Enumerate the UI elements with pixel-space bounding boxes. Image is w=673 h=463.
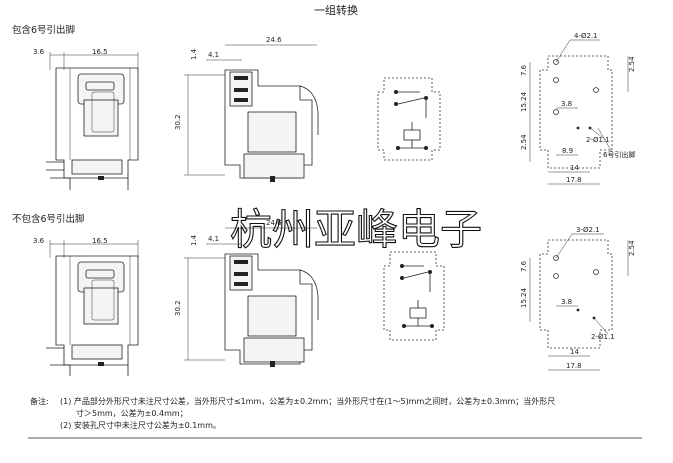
pcb-d3-1: 15.24 [520,91,528,112]
pcb-d1-1: 7.6 [520,64,528,76]
hole-icon [553,77,559,83]
front-dim-d-2: 30.2 [174,300,182,316]
pcb-d7-1: 8.9 [562,147,573,155]
front-dim-d-1: 30.2 [174,114,182,130]
notes-prefix: 备注: [30,396,49,406]
pcb-d9-1: 17.8 [566,176,582,184]
front-dim-c-2: 24.6 [266,219,282,227]
pcb-d4-2: 3.8 [561,298,572,306]
side-dim-b-2: 16.5 [92,237,108,245]
side-view-1: 3.6 16.5 [33,48,139,190]
section-title-2: 不包含6号引出脚 [12,213,85,225]
side-dim-b-1: 16.5 [92,48,108,56]
schematic-2 [383,251,445,341]
hole-icon [553,273,559,279]
pcb-d8-1: 14 [570,164,579,172]
hole-icon [553,109,559,115]
note-1-line-a: (1) 产品部分外形尺寸未注尺寸公差，当外形尺寸≤1mm，公差为±0.2mm；当… [60,396,555,406]
note-1-line-b: 寸＞5mm，公差为±0.4mm； [76,408,188,418]
front-dim-a-2: 1.4 [190,234,198,246]
note-2: (2) 安装孔尺寸中未注尺寸公差为±0.1mm。 [60,420,221,430]
pcb-layout-2: 3-Ø2.1 7.6 2.54 15.24 3.8 2-Ø1.1 14 17.8 [520,226,636,371]
side-dim-a-1: 3.6 [33,48,45,56]
hole-icon [553,255,559,261]
schematic-1 [377,77,441,161]
pcb-layout-1: 4-Ø2.1 7.6 2.54 15.24 3.8 2-Ø1.1 6号引出脚 2… [520,32,636,185]
pcb-pin-label-1: 6号引出脚 [603,150,635,159]
hole-icon [593,87,599,93]
front-view-1: 24.6 4.1 1.4 30.2 [174,36,319,182]
side-view-2: 3.6 16.5 [33,237,139,376]
page-title: 一组转换 [314,3,358,17]
watermark-text: 杭州亚峰电子 [230,205,482,254]
pcb-d5-2: 2-Ø1.1 [591,333,615,341]
pcb-holes-2: 3-Ø2.1 [576,226,600,234]
front-dim-b-1: 4.1 [208,51,219,59]
pcb-d3-2: 15.24 [520,287,528,308]
hole-icon [593,269,599,275]
pcb-d9-2: 17.8 [566,362,582,370]
side-dim-a-2: 3.6 [33,237,45,245]
pcb-holes-1: 4-Ø2.1 [574,32,598,40]
front-dim-a-1: 1.4 [190,48,198,60]
hole-icon [553,59,559,65]
pcb-d5-1: 2-Ø1.1 [586,136,610,144]
front-dim-b-2: 4.1 [208,235,219,243]
pcb-d8-2: 14 [570,348,579,356]
section-title-1: 包含6号引出脚 [12,24,75,36]
front-view-2: 24.6 4.1 1.4 30.2 [174,219,319,367]
front-dim-c-1: 24.6 [266,36,282,44]
pcb-d6-1: 2.54 [520,134,528,150]
pcb-d1-2: 7.6 [520,260,528,272]
pcb-d2-1: 2.54 [628,56,636,72]
pcb-d4-1: 3.8 [561,100,572,108]
pcb-d2-2: 2.54 [628,240,636,256]
